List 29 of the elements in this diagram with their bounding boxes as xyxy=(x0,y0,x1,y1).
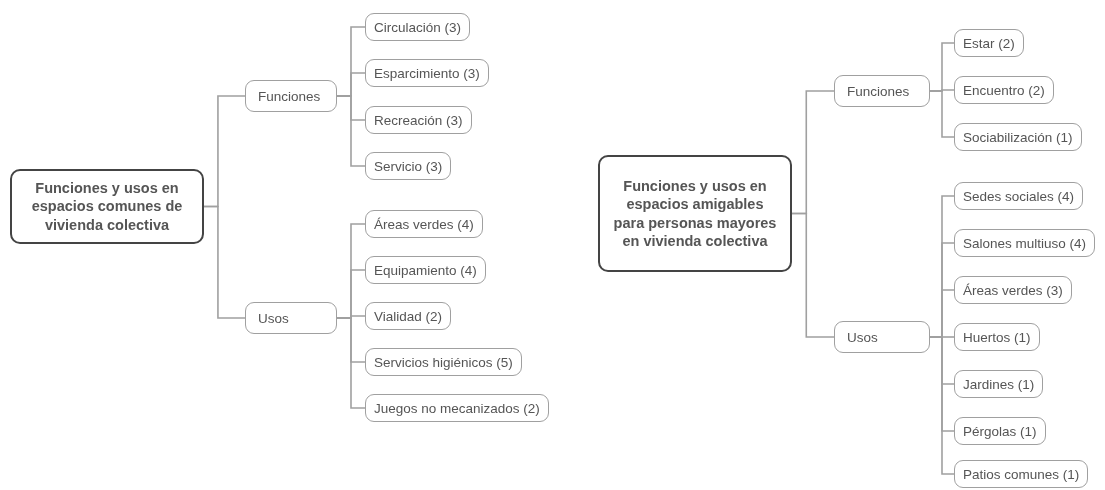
subtopic-box: Servicios higiénicos (5) xyxy=(365,348,522,376)
subtopic-box: Pérgolas (1) xyxy=(954,417,1046,445)
subtopic-box: Circulación (3) xyxy=(365,13,471,41)
subtopic-box: Servicio (3) xyxy=(365,152,452,180)
root-topic-box: Funciones y usos en espacios amigables para personas mayores en vivienda colectiva xyxy=(598,155,792,272)
connector-line xyxy=(929,336,955,475)
subtopic-box: Equipamiento (4) xyxy=(365,256,486,284)
subtopic-box: Patios comunes (1) xyxy=(954,460,1089,488)
branch-topic-box: Usos xyxy=(834,321,930,353)
branch-topic-box: Funciones xyxy=(834,75,930,107)
subtopic-box: Salones multiuso (4) xyxy=(954,229,1096,257)
connector-line xyxy=(791,212,835,338)
root-topic-box: Funciones y usos en espacios comunes de vivienda colectiva xyxy=(10,169,204,244)
connector-line xyxy=(203,205,246,319)
subtopic-box: Sociabilización (1) xyxy=(954,123,1082,151)
subtopic-box: Estar (2) xyxy=(954,29,1024,57)
subtopic-box: Áreas verdes (3) xyxy=(954,276,1072,304)
connector-line xyxy=(929,90,955,138)
subtopic-box: Sedes sociales (4) xyxy=(954,182,1084,210)
branch-topic-box: Funciones xyxy=(245,80,337,112)
subtopic-box: Áreas verdes (4) xyxy=(365,210,483,238)
subtopic-box: Vialidad (2) xyxy=(365,302,452,330)
subtopic-box: Esparcimiento (3) xyxy=(365,59,489,87)
subtopic-box: Encuentro (2) xyxy=(954,76,1054,104)
subtopic-box: Recreación (3) xyxy=(365,106,472,134)
subtopic-box: Jardines (1) xyxy=(954,370,1044,398)
subtopic-box: Juegos no mecanizados (2) xyxy=(365,394,549,422)
subtopic-box: Huertos (1) xyxy=(954,323,1040,351)
branch-topic-box: Usos xyxy=(245,302,337,334)
